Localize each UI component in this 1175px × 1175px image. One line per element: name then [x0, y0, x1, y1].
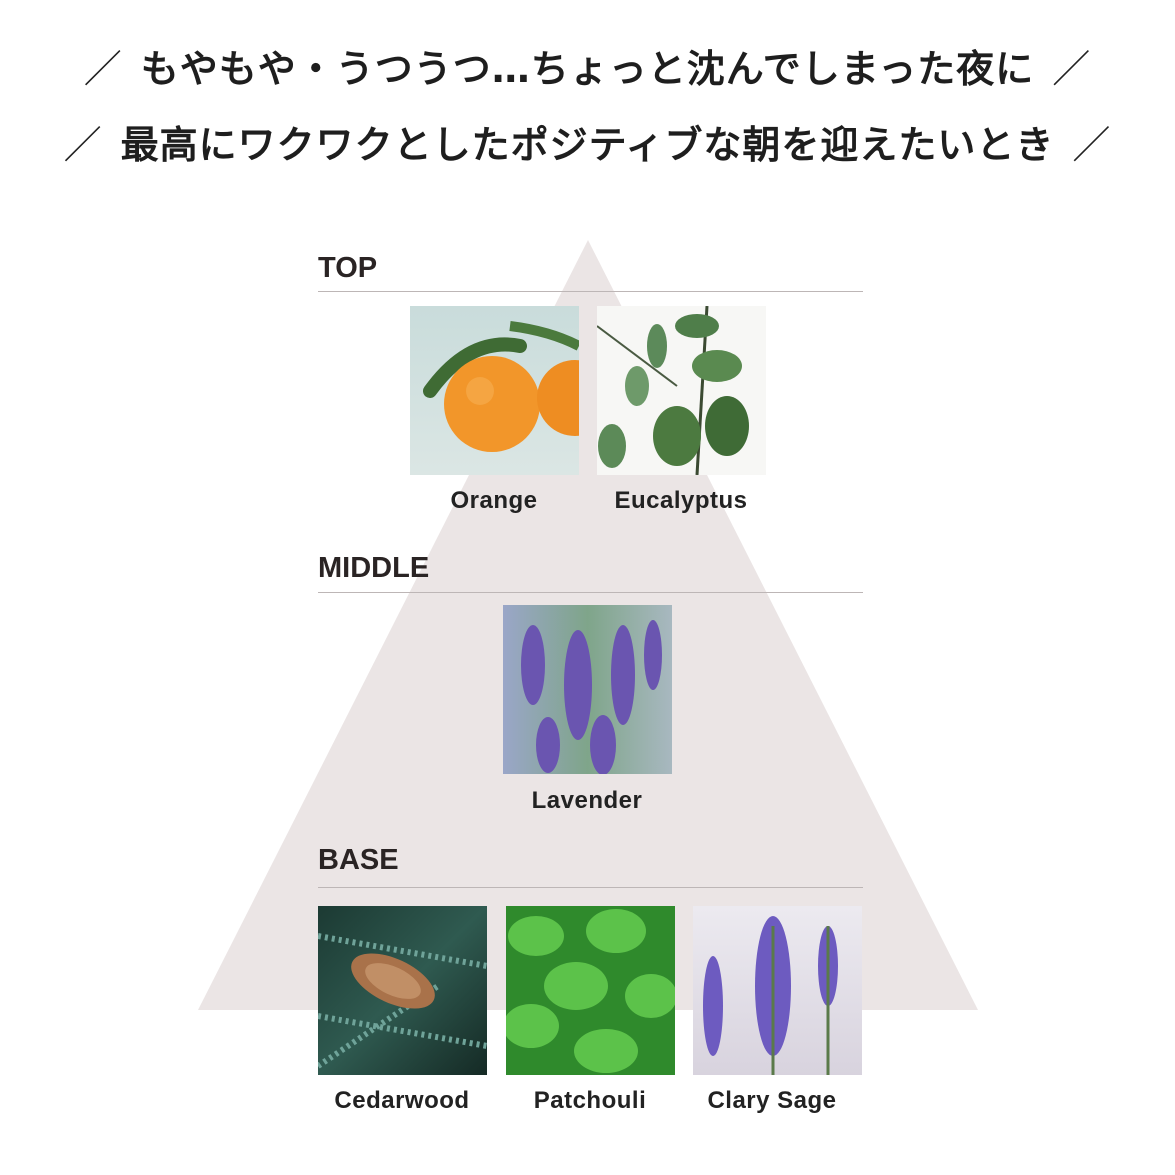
slash-left: ／	[83, 47, 123, 91]
divider	[318, 291, 863, 292]
lavender-image	[503, 605, 672, 774]
headline-line-2: ／ 最高にワクワクとしたポジティブな朝を迎えたいとき ／	[0, 114, 1175, 169]
cedarwood-image	[318, 906, 487, 1075]
slash-right: ／	[1072, 123, 1112, 167]
clary-sage-image	[693, 906, 862, 1075]
section-title-base: BASE	[318, 844, 399, 876]
divider	[318, 592, 863, 593]
headline-line-1: ／ もやもや・うつうつ…ちょっと沈んでしまった夜に ／	[0, 38, 1175, 93]
slash-left: ／	[63, 123, 103, 167]
section-title-top: TOP	[318, 252, 378, 284]
item-label: Cedarwood	[334, 1087, 470, 1114]
section-title-middle: MIDDLE	[318, 552, 430, 584]
item-label: Clary Sage	[707, 1087, 837, 1114]
item-label: Orange	[450, 487, 538, 514]
orange-image	[410, 306, 579, 475]
item-label: Lavender	[531, 787, 643, 814]
headline-text-2: 最高にワクワクとしたポジティブな朝を迎えたいとき	[120, 123, 1055, 167]
divider	[318, 887, 863, 888]
eucalyptus-image	[597, 306, 766, 475]
item-label: Eucalyptus	[614, 487, 748, 514]
item-label: Patchouli	[533, 1087, 647, 1114]
slash-right: ／	[1052, 47, 1092, 91]
headline-text-1: もやもや・うつうつ…ちょっと沈んでしまった夜に	[140, 47, 1035, 91]
patchouli-image	[506, 906, 675, 1075]
